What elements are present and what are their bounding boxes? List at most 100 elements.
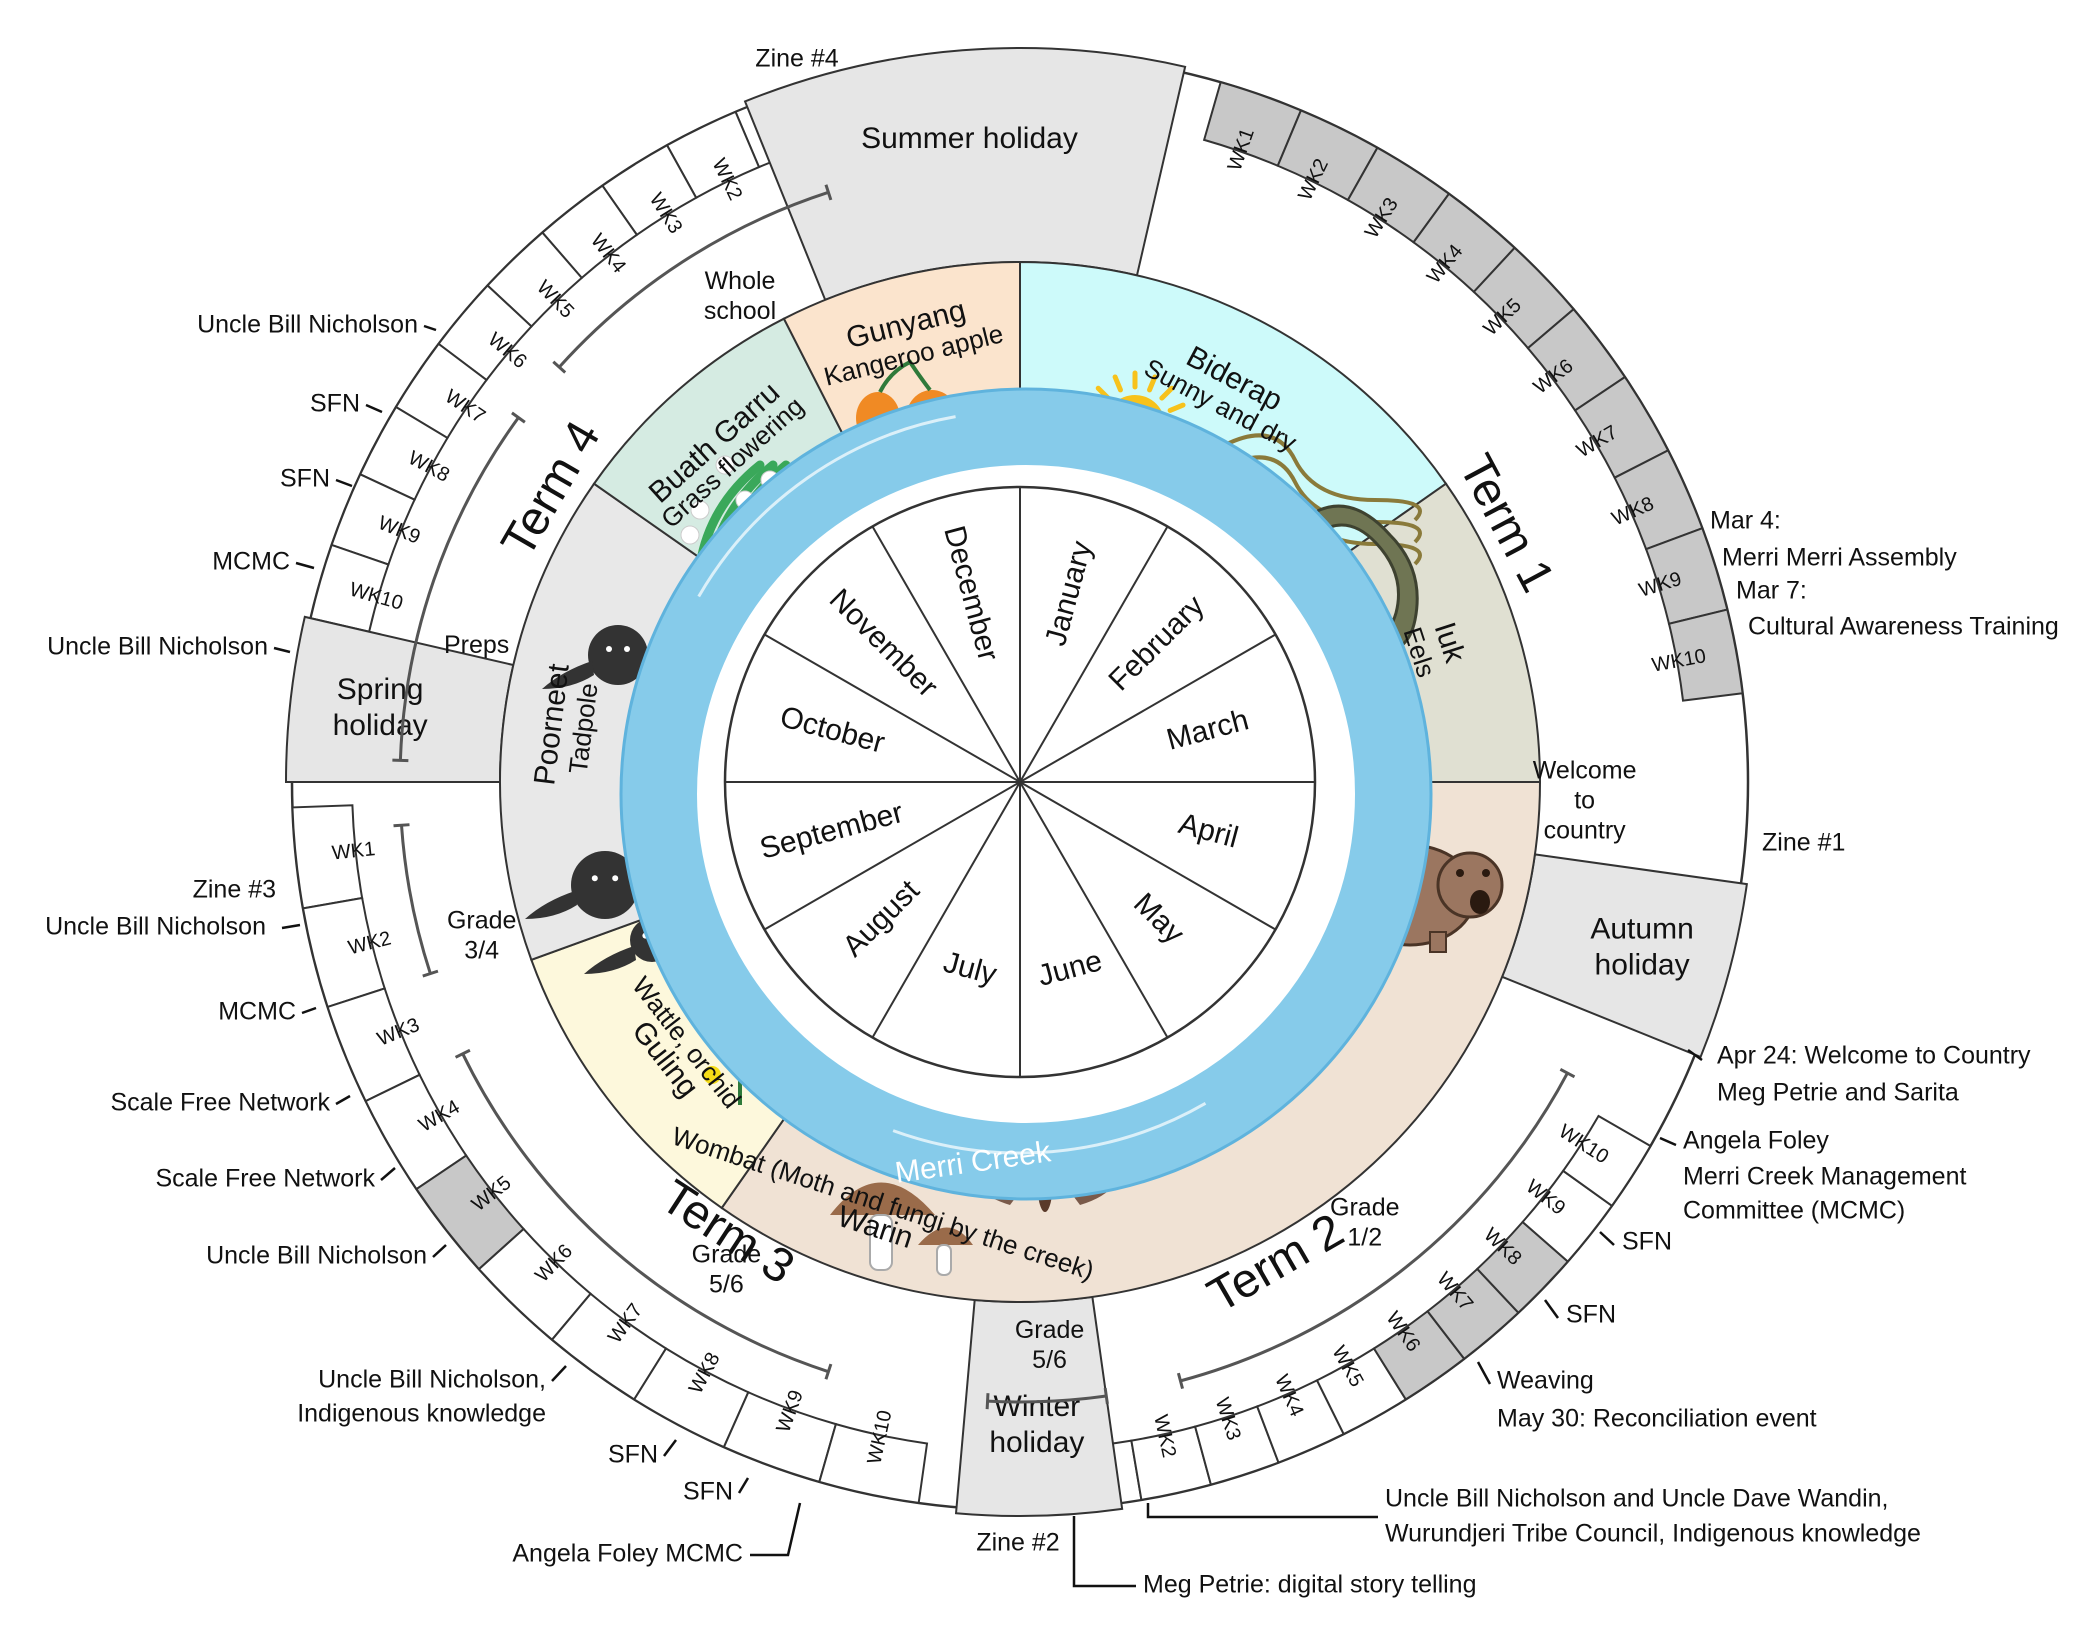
annotation-text: Meg Petrie and Sarita — [1717, 1079, 1959, 1107]
annotation-text: SFN — [1566, 1301, 1616, 1329]
week-cell — [486, 231, 584, 328]
week-cell — [1315, 1347, 1408, 1436]
group-bracket — [398, 416, 520, 761]
group-bracket — [461, 1053, 829, 1374]
annotation-text: Zine #2 — [976, 1529, 1059, 1557]
month-divider — [1019, 781, 1276, 931]
annotation-text: SFN — [683, 1478, 733, 1506]
annotation-text: Weaving — [1497, 1367, 1594, 1395]
group-bracket — [558, 190, 829, 369]
leader-line — [737, 1477, 750, 1494]
week-cell — [632, 1347, 750, 1449]
annotation-text: Angela Foley — [1683, 1127, 1829, 1155]
leader-line — [750, 1502, 802, 1557]
group-bracket — [1180, 1072, 1569, 1383]
group-bracket-cap — [511, 411, 526, 424]
leader-line — [663, 1439, 677, 1457]
week-cell — [540, 184, 639, 280]
week-cell — [477, 1227, 593, 1342]
annotation-text: Merri Creek Management — [1683, 1163, 1966, 1191]
week-cell — [1521, 1169, 1614, 1263]
leader-line — [432, 1244, 447, 1258]
month-divider — [764, 633, 1021, 783]
group-bracket-cap — [552, 360, 567, 374]
leader-line — [1599, 1231, 1615, 1246]
week-cell — [437, 284, 533, 382]
annotation-text: MCMC — [212, 548, 290, 576]
week-cell — [358, 405, 449, 502]
leader-line — [1072, 1516, 1136, 1588]
week-cell — [1130, 1425, 1213, 1501]
week-cell — [601, 143, 698, 237]
group-bracket — [987, 1394, 1107, 1404]
leader-line — [423, 324, 437, 332]
group-bracket-cap — [1103, 1387, 1109, 1405]
annotation-text: Angela Foley MCMC — [512, 1540, 743, 1568]
group-bracket-cap — [824, 184, 833, 201]
annotation-text: Mar 4: — [1710, 507, 1781, 535]
group-bracket-cap — [454, 1048, 471, 1059]
leader-line — [273, 646, 291, 654]
annotation-text: Uncle Bill Nicholson and Uncle Dave Wand… — [1385, 1485, 1888, 1513]
annotation-text: Uncle Bill Nicholson — [197, 311, 418, 339]
leader-line — [1543, 1299, 1560, 1319]
annotation-text: Uncle Bill Nicholson — [47, 633, 268, 661]
week-cell — [1667, 608, 1744, 702]
annotation-text: Meg Petrie: digital story telling — [1143, 1571, 1476, 1599]
annotation-text: Wurundjeri Tribe Council, Indigenous kno… — [1385, 1520, 1921, 1548]
week-cell — [330, 473, 416, 566]
group-bracket-cap — [392, 758, 409, 763]
leader-line — [551, 1365, 567, 1382]
week-cell — [1475, 1220, 1570, 1315]
month-divider — [1019, 633, 1276, 783]
leader-line — [1687, 1048, 1703, 1062]
group-bracket-cap — [393, 823, 410, 828]
holiday-label: Summer holiday — [861, 122, 1078, 155]
holiday-sector — [743, 47, 1187, 302]
annotation-text: SFN — [1622, 1228, 1672, 1256]
group-label: Preps — [444, 631, 509, 659]
group-bracket-cap — [1176, 1372, 1184, 1389]
group-bracket-cap — [422, 969, 439, 978]
annotation-text: Apr 24: Welcome to Country — [1717, 1042, 2031, 1070]
week-cell — [1372, 1309, 1466, 1401]
annotation-text: Uncle Bill Nicholson — [45, 913, 266, 941]
month-divider — [1019, 526, 1169, 783]
group-bracket-cap — [824, 1363, 833, 1380]
mushroom-icon — [830, 1182, 973, 1276]
annotation-text: Indigenous knowledge — [297, 1400, 546, 1428]
leader-line — [335, 1094, 351, 1106]
annotation-text: SFN — [280, 465, 330, 493]
annotation-text: Scale Free Network — [155, 1165, 375, 1193]
creek-water — [621, 389, 1431, 1199]
leader-line — [295, 561, 315, 570]
week-cell — [309, 543, 390, 633]
month-divider — [1019, 781, 1169, 1038]
week-cell — [291, 804, 364, 910]
week-cell — [1561, 1114, 1652, 1208]
creek-edge-outer — [619, 387, 1433, 1201]
annotation-text: Cultural Awareness Training — [1748, 613, 2059, 641]
week-label: WK1 — [331, 838, 376, 864]
week-cell — [394, 342, 488, 440]
annotation-text: Zine #1 — [1762, 829, 1845, 857]
creek-ring: Merri Creek — [619, 387, 1433, 1201]
week-cell — [1426, 1267, 1520, 1361]
week-cell — [818, 1422, 929, 1505]
month-divider — [871, 781, 1021, 1038]
annotation-text: Mar 7: — [1736, 577, 1807, 605]
leader-line — [1146, 1503, 1378, 1519]
week-cell — [326, 987, 421, 1103]
annotation-text: Committee (MCMC) — [1683, 1197, 1905, 1225]
group-bracket-cap — [985, 1393, 990, 1410]
week-cell — [301, 896, 386, 1009]
